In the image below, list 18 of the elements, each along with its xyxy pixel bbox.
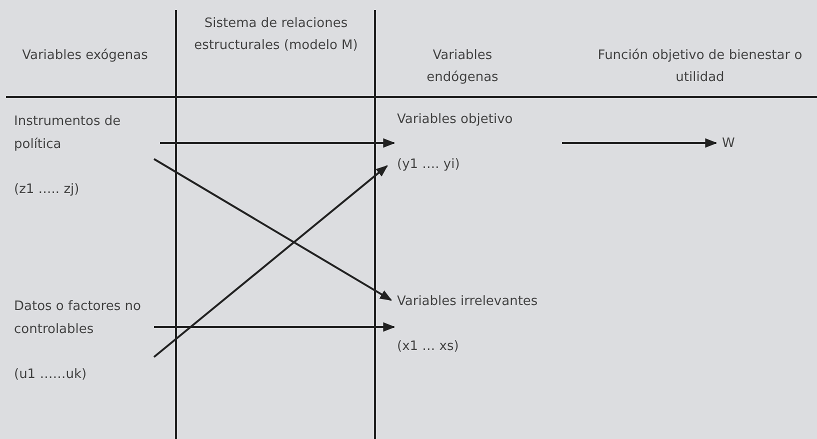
- variable-range: (y1 …. yi): [397, 156, 461, 174]
- column-header: Función objetivo de bienestar o utilidad: [596, 47, 804, 87]
- variable-heading: Datos o factores no controlables: [14, 298, 142, 339]
- variable-range: (x1 … xs): [397, 338, 460, 356]
- variable-heading: W: [722, 135, 736, 153]
- variable-heading: Instrumentos de política: [14, 113, 122, 154]
- column-header: Variables exógenas: [21, 47, 149, 65]
- arrow: [153, 165, 388, 358]
- arrow: [153, 158, 392, 301]
- variable-range: (z1 ….. zj): [14, 181, 80, 199]
- arrow: [562, 138, 718, 148]
- variable-heading: Variables irrelevantes: [397, 293, 539, 311]
- arrow: [160, 138, 396, 148]
- column-header: Variables endógenas: [426, 47, 500, 87]
- column-header: Sistema de relaciones estructurales (modelo M): [193, 15, 359, 55]
- variable-range: (u1 ……uk): [14, 366, 88, 384]
- arrow: [154, 322, 396, 332]
- variable-heading: Variables objetivo: [397, 111, 514, 129]
